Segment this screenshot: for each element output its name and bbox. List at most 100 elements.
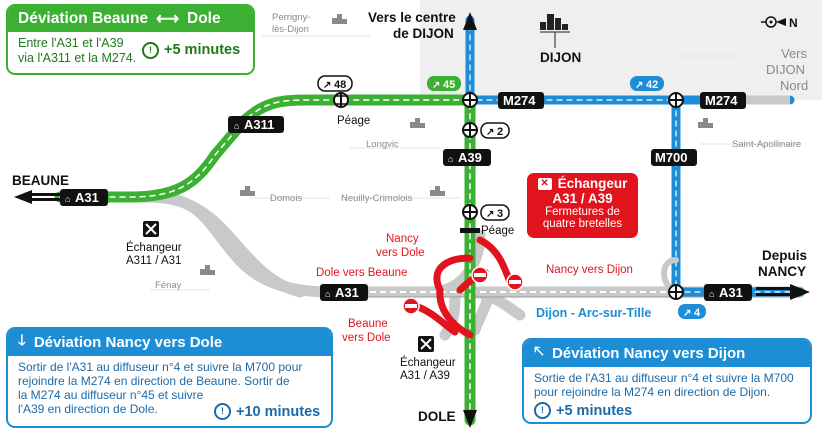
legend-nancy-dole-line4: l'A39 en direction de Dole. xyxy=(18,402,158,416)
exit-48: ↗ 48 xyxy=(317,75,353,92)
legend-nancy-dole-line3: la M274 au diffuseur n°45 et suivre xyxy=(18,388,204,402)
label-peage-2: Péage xyxy=(481,225,514,237)
interchange-icon: ✕ xyxy=(537,177,552,190)
legend-nancy-dole-body: Sortir de l'A31 au diffuseur n°4 et suiv… xyxy=(8,356,331,420)
arrow-icon xyxy=(14,190,60,204)
label-dole: DOLE xyxy=(418,409,456,424)
label-dole-vers-beaune: Dole vers Beaune xyxy=(316,267,407,279)
exit-2-number: 2 xyxy=(497,126,503,138)
grid-lines xyxy=(150,35,800,291)
city-buildings-icon xyxy=(540,14,568,30)
place-perrigny-1: Perrigny- xyxy=(272,12,311,23)
place-perrigny-2: lès-Dijon xyxy=(272,24,309,35)
legend-green-line1: Entre l'A31 et l'A39 xyxy=(18,36,124,50)
interchange-icon xyxy=(462,92,478,108)
label-nancy-vers-dijon: Nancy vers Dijon xyxy=(546,264,633,276)
legend-nancy-dijon-title: Déviation Nancy vers Dijon xyxy=(551,345,746,362)
exit-2: ↗ 2 xyxy=(480,122,510,139)
place-saint-apollinaire: Saint-Apollinaire xyxy=(732,139,801,150)
badge-m274-2: M274 xyxy=(700,92,746,109)
closure-line-2: quatre bretelles xyxy=(542,218,623,230)
legend-green-title-right: Dole xyxy=(187,10,221,27)
exit-icon: ↗ xyxy=(683,308,691,319)
motorway-icon: ⌂ xyxy=(448,154,453,164)
locality-icon xyxy=(332,14,347,24)
interchange-icon xyxy=(668,92,684,108)
label-vers-centre-1: Vers le centre xyxy=(368,10,456,25)
legend-green-line2: via l'A311 et la M274. xyxy=(18,51,137,65)
road-badge-m274-1: M274 xyxy=(503,93,536,108)
place-domois: Domois xyxy=(270,193,302,204)
motorway-icon: ⌂ xyxy=(709,289,714,299)
exit-48-number: 48 xyxy=(334,79,346,91)
place-neuilly: Neuilly-Crimolois xyxy=(341,193,413,204)
legend-nancy-dijon: 🡔 Déviation Nancy vers Dijon Sortie de l… xyxy=(522,338,812,424)
arrow-up-left-icon: 🡔 xyxy=(534,343,544,360)
label-nancy-vers-dole-2: vers Dole xyxy=(376,247,425,259)
badge-m700: M700 xyxy=(651,149,697,166)
road-badge-m700: M700 xyxy=(655,150,688,165)
no-entry-icon xyxy=(402,297,420,315)
legend-nancy-dijon-header: 🡔 Déviation Nancy vers Dijon xyxy=(524,340,810,367)
label-vers-dijon-nord-1: Vers xyxy=(781,46,808,61)
exit-icon: ↗ xyxy=(323,80,331,91)
interchange-icon xyxy=(143,221,159,237)
interchange-icon xyxy=(668,284,684,300)
label-ech-a311-2: A311 / A31 xyxy=(126,255,181,267)
label-vers-dijon-nord-3: Nord xyxy=(780,78,808,93)
arrow-icon xyxy=(756,284,810,300)
label-depuis: Depuis xyxy=(762,248,807,263)
badge-a31-left: ⌂ A31 xyxy=(60,189,108,206)
legend-nancy-dijon-body: Sortie de l'A31 au diffuseur n°4 et suiv… xyxy=(524,367,810,422)
label-beaune-vers-dole-1: Beaune xyxy=(348,318,388,330)
closure-title-2: A31 / A39 xyxy=(552,191,613,206)
locality-icon xyxy=(200,265,215,275)
badge-a39: ⌂ A39 xyxy=(443,149,491,166)
closure-line-1: Fermetures de xyxy=(545,206,620,218)
locality-icon xyxy=(240,186,255,196)
label-vers-dijon-nord-2: DIJON xyxy=(766,62,805,77)
exit-icon: ↗ xyxy=(635,80,643,91)
locality-icon xyxy=(410,118,425,128)
exit-42-number: 42 xyxy=(646,79,658,91)
arrow-down-icon: 🡓 xyxy=(18,332,26,349)
legend-nancy-dole-time: +10 minutes xyxy=(236,403,321,420)
badge-m274-1: M274 xyxy=(498,92,544,109)
interchange-icon xyxy=(462,122,478,138)
label-ech-a39-2: A31 / A39 xyxy=(400,370,450,382)
arrow-icon xyxy=(463,12,477,30)
toll-gate-icon xyxy=(333,92,349,108)
legend-nancy-dole-header: 🡓 Déviation Nancy vers Dole xyxy=(8,329,331,356)
exit-3: ↗ 3 xyxy=(480,204,510,221)
place-longvic: Longvic xyxy=(366,139,399,150)
legend-nancy-dole-line1: Sortir de l'A31 au diffuseur n°4 et suiv… xyxy=(18,360,303,374)
legend-nancy-dole-line2: rejoindre la M274 en direction de Beaune… xyxy=(18,374,290,388)
badge-a311: ⌂ A311 xyxy=(228,116,284,133)
dijon-urban-area xyxy=(420,0,822,100)
label-beaune: BEAUNE xyxy=(12,173,69,188)
label-peage-1: Péage xyxy=(337,115,370,127)
arrow-icon xyxy=(463,410,477,428)
double-arrow-icon: ⟷ xyxy=(156,11,179,28)
road-badge-a31-left: A31 xyxy=(75,190,99,205)
road-badge-a31-right: A31 xyxy=(719,285,743,300)
exit-45: ↗ 45 xyxy=(427,76,461,91)
label-ech-a39-1: Échangeur xyxy=(400,356,456,369)
badge-a31-right: ⌂ A31 xyxy=(704,284,752,301)
exit-4: ↗ 4 xyxy=(678,304,706,319)
label-nancy: NANCY xyxy=(758,264,806,279)
motorway-icon: ⌂ xyxy=(234,121,239,131)
road-badge-a311: A311 xyxy=(244,117,274,132)
legend-green-time: +5 minutes xyxy=(164,42,241,58)
legend-green-title-left: Déviation Beaune xyxy=(18,10,149,27)
label-beaune-vers-dole-2: vers Dole xyxy=(342,332,391,344)
exit-icon: ↗ xyxy=(486,209,494,220)
compass-letter: N xyxy=(789,16,798,30)
locality-icon xyxy=(698,118,713,128)
clock-icon: ! xyxy=(534,402,551,419)
exit-45-number: 45 xyxy=(443,79,455,91)
exit-42: ↗ 42 xyxy=(630,76,664,91)
exit-3-number: 3 xyxy=(497,208,503,220)
interchange-icon xyxy=(418,336,434,352)
